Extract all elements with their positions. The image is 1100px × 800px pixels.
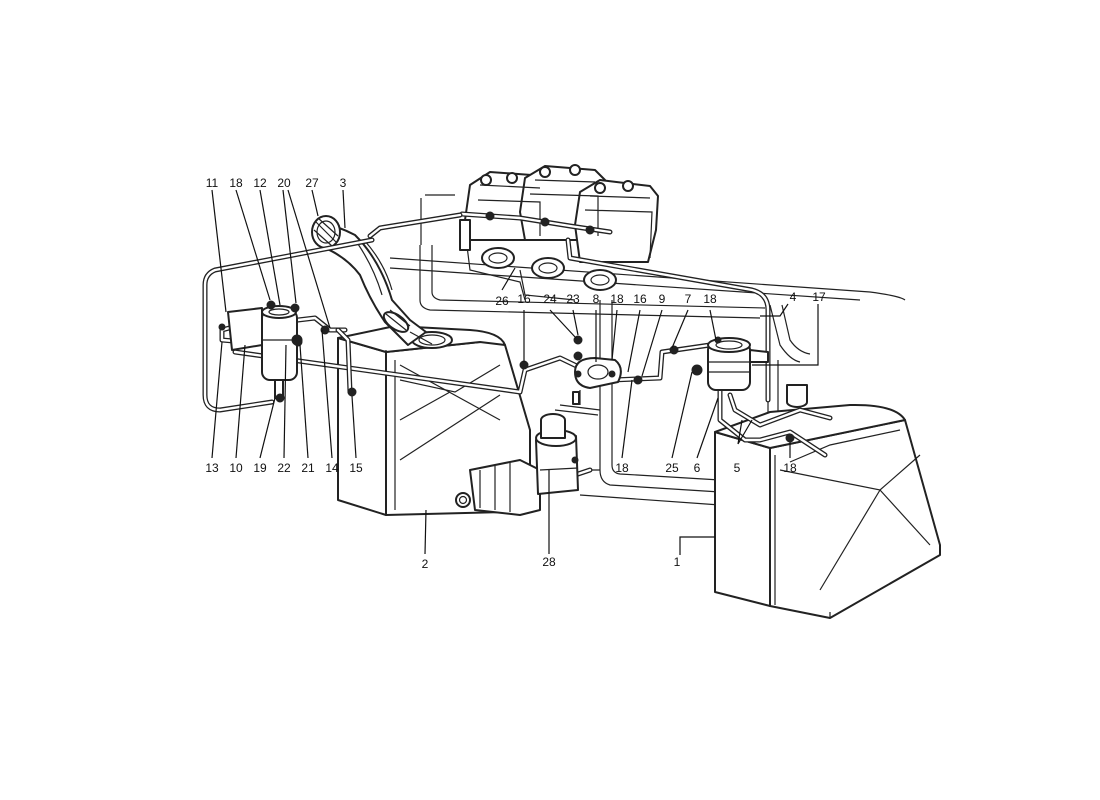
- callout-1: 1: [674, 555, 681, 569]
- callout-16-left: 16: [517, 292, 531, 306]
- callout-12: 12: [253, 176, 267, 190]
- fittings: [218, 323, 795, 443]
- leader-lines: [211, 189, 819, 555]
- left-fuel-filter: [227, 300, 303, 399]
- callout-23: 23: [566, 292, 580, 306]
- callout-24: 24: [543, 292, 557, 306]
- callout-22: 22: [277, 461, 291, 475]
- callout-18-lower-mid: 18: [615, 461, 629, 475]
- callout-28: 28: [542, 555, 556, 569]
- carburettors: [459, 164, 659, 301]
- callout-11: 11: [206, 176, 219, 190]
- callout-2: 2: [422, 557, 429, 571]
- callout-3: 3: [340, 176, 347, 190]
- callout-18-lower-right: 18: [783, 461, 797, 475]
- callout-20: 20: [277, 176, 291, 190]
- callout-7: 7: [685, 292, 692, 306]
- filler-cap: [311, 215, 341, 249]
- callout-labels: 11 18 12 20 27 3 26 16 24 23 8 18 16 9 7…: [205, 176, 826, 571]
- callout-10: 10: [229, 461, 243, 475]
- callout-15: 15: [349, 461, 363, 475]
- electric-pump: [469, 413, 579, 516]
- right-fuel-filter: [707, 337, 769, 391]
- callout-26: 26: [495, 294, 509, 308]
- filler-tube: [317, 221, 433, 346]
- callout-14: 14: [325, 461, 339, 475]
- callout-27: 27: [305, 176, 319, 190]
- callout-18-top-left: 18: [229, 176, 243, 190]
- fuel-pump: [554, 357, 622, 416]
- callout-16-right: 16: [633, 292, 647, 306]
- callout-6: 6: [694, 461, 701, 475]
- callout-18-right-top: 18: [703, 292, 717, 306]
- callout-19: 19: [253, 461, 267, 475]
- callout-13: 13: [205, 461, 219, 475]
- callout-25: 25: [665, 461, 679, 475]
- callout-4: 4: [790, 290, 797, 304]
- callout-21: 21: [301, 461, 315, 475]
- callout-5: 5: [734, 461, 741, 475]
- callout-18-mid: 18: [610, 292, 624, 306]
- callout-9: 9: [659, 292, 666, 306]
- callout-8: 8: [593, 292, 600, 306]
- callout-17: 17: [812, 290, 826, 304]
